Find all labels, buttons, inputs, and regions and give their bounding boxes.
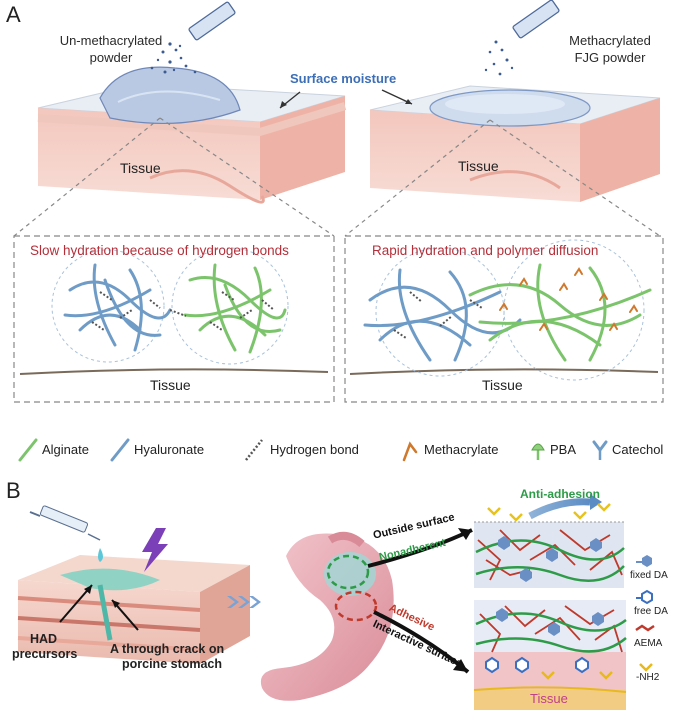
crack-label-line2: porcine stomach [122,657,223,671]
unmethacrylated-label-line2: powder [89,50,133,65]
anti-adhesion-label: Anti-adhesion [520,487,600,501]
hyaluronate-line-icon [110,438,130,462]
surface-moisture-label: Surface moisture [290,71,397,86]
nh2-label: -NH2 [636,672,660,683]
zoom-tissue-label-right: Tissue [482,377,523,393]
light-curing-icon [142,528,168,572]
legend-pba: PBA [550,442,577,457]
rapid-hydration-title: Rapid hydration and polymer diffusion [372,243,599,258]
adhesive-zone-marker [334,590,378,622]
porcine-stomach-tissue-block [17,555,250,664]
zoom-guide-lines [13,117,661,237]
free-da-icon [641,589,653,605]
panel-b-letter: B [6,478,21,503]
legend-alginate: Alginate [42,442,89,457]
methacrylated-label-line2: FJG powder [574,50,646,65]
rapid-hydration-box [344,235,664,403]
syringe-icon [29,505,103,562]
right-tissue-block [369,85,661,202]
had-precursor-gel [60,568,160,591]
rapid-hydration-network [363,239,652,381]
legend-methacrylate: Methacrylate [424,442,499,457]
legend-hydrogen-bond: Hydrogen bond [270,442,359,457]
catechol-icon [592,440,608,460]
fixed-da-label: fixed DA [630,570,668,581]
unmethacrylated-powder-mound [99,66,241,125]
stomach-illustration [260,531,394,701]
had-label-line1: HAD [30,632,58,646]
had-label-line2: precursors [12,647,78,661]
free-da-label: free DA [634,606,668,617]
right-dispenser-icon [484,0,560,76]
nonadherent-surface-schematic [474,494,625,588]
nh2-icon [639,663,653,672]
process-chevrons-icon [227,596,261,608]
zoom-tissue-label-left: Tissue [150,377,191,393]
methacrylate-icon [402,441,418,462]
panelB-legend-icons [635,555,655,672]
tissue-label-left: Tissue [120,160,161,176]
slow-hydration-network [51,247,289,365]
left-dispenser-icon [150,1,236,74]
fixed-da-icon [642,555,652,567]
legend-hyaluronate: Hyaluronate [134,442,205,457]
alginate-line-icon [18,438,38,462]
slow-hydration-title: Slow hydration because of hydrogen bonds [30,243,289,258]
slow-hydration-box [13,235,335,403]
unmethacrylated-label-line1: Un-methacrylated [59,33,163,48]
nonadherent-zone-marker [326,554,370,590]
pba-icon [531,443,545,460]
panel-a-letter: A [6,2,21,27]
legend-catechol: Catechol [612,442,664,457]
aema-label: AEMA [634,638,663,649]
adhesive-surface-schematic [473,600,627,710]
methacrylated-label-line1: Methacrylated [569,33,651,48]
hydrogen-bond-dots-icon [245,439,263,461]
aema-icon [635,624,655,632]
legend-icons [18,438,608,462]
left-tissue-block [37,66,347,204]
tissue-label-panel-b: Tissue [530,691,568,706]
tissue-label-right: Tissue [458,158,499,174]
crack-label-line1: A through crack on [110,642,225,656]
